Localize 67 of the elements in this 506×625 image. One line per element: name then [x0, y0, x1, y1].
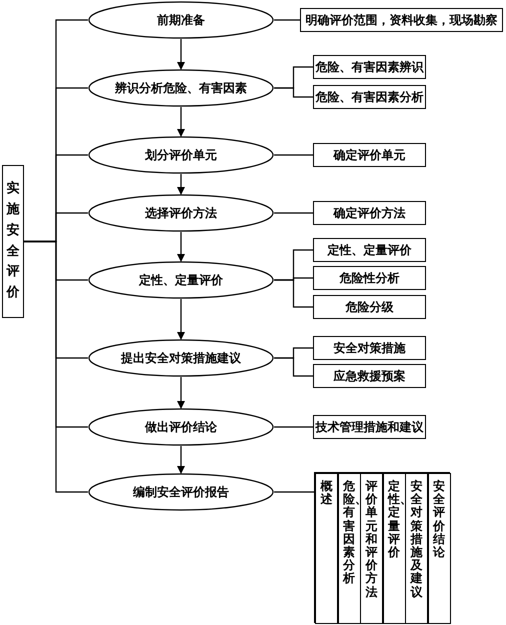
node-text: 定性、定量评价 — [139, 272, 223, 288]
report-table — [314, 472, 450, 623]
task-box — [300, 8, 503, 32]
report-column — [338, 473, 360, 624]
connector-line — [274, 279, 313, 308]
node-text: 编制安全评价报告 — [133, 484, 229, 500]
process-ellipse — [88, 194, 274, 232]
arrow — [177, 107, 185, 137]
node-text: 划分评价单元 — [145, 148, 217, 162]
task-box — [313, 201, 426, 225]
stage-box — [2, 165, 24, 318]
node-text: 实施安全评价 — [6, 180, 20, 302]
task-box — [313, 336, 426, 360]
node-text: 前期准备 — [157, 12, 205, 28]
task-box — [313, 55, 426, 79]
connector-line — [274, 491, 314, 493]
node-text: 定性、定量评价 — [328, 242, 412, 258]
connector-line — [274, 357, 313, 377]
arrow — [177, 446, 185, 474]
arrow — [177, 39, 185, 70]
process-ellipse — [88, 473, 274, 511]
task-box — [313, 85, 426, 109]
arrow — [177, 377, 185, 409]
arrow — [177, 232, 185, 262]
node-text: 危险分级 — [346, 300, 394, 314]
node-text: 安全对策措施 — [334, 340, 406, 356]
node-text: 危险性分析 — [340, 270, 400, 286]
node-text: 危险、有害因素分析 — [316, 90, 424, 104]
node-text: 确定评价方法 — [334, 206, 406, 220]
report-column — [428, 473, 450, 624]
connector-line — [274, 212, 313, 214]
process-ellipse — [88, 69, 274, 107]
task-box — [313, 415, 426, 439]
process-ellipse — [88, 261, 274, 299]
node-text: 危险、有害因素辨识 — [316, 60, 424, 74]
report-column — [382, 473, 406, 624]
process-ellipse — [88, 408, 274, 446]
task-box — [313, 143, 426, 167]
report-column — [360, 473, 383, 624]
node-text: 辨识分析危险、有害因素 — [115, 80, 247, 96]
node-text: 提出安全对策措施建议 — [121, 350, 241, 366]
node-text: 应急救援预案 — [334, 368, 406, 384]
node-text: 做出评价结论 — [145, 420, 217, 434]
node-text: 明确评价范围，资料收集，现场勘察 — [306, 12, 498, 28]
connector-line — [274, 19, 300, 21]
node-text: 概述 — [320, 480, 332, 506]
node-text: 安全评价结论 — [433, 480, 445, 560]
connector-line — [274, 154, 313, 156]
arrow — [177, 299, 185, 340]
connector-line — [274, 87, 313, 98]
task-box — [313, 295, 426, 319]
report-column — [405, 473, 428, 624]
arrow — [177, 174, 185, 195]
node-text: 确定评价单元 — [334, 148, 406, 162]
connector-line — [274, 426, 313, 428]
node-text: 评价单元和评价方法 — [366, 480, 378, 599]
report-column — [315, 473, 338, 624]
node-text: 安全对策措施及建议 — [410, 480, 422, 599]
process-ellipse — [88, 1, 274, 39]
process-ellipse — [88, 136, 274, 174]
task-box — [313, 238, 426, 262]
process-ellipse — [88, 339, 274, 377]
node-text: 选择评价方法 — [145, 206, 217, 220]
connector-line — [24, 240, 88, 493]
task-box — [313, 364, 426, 388]
task-box — [313, 266, 426, 290]
node-text: 技术管理措施和建议 — [316, 420, 424, 434]
